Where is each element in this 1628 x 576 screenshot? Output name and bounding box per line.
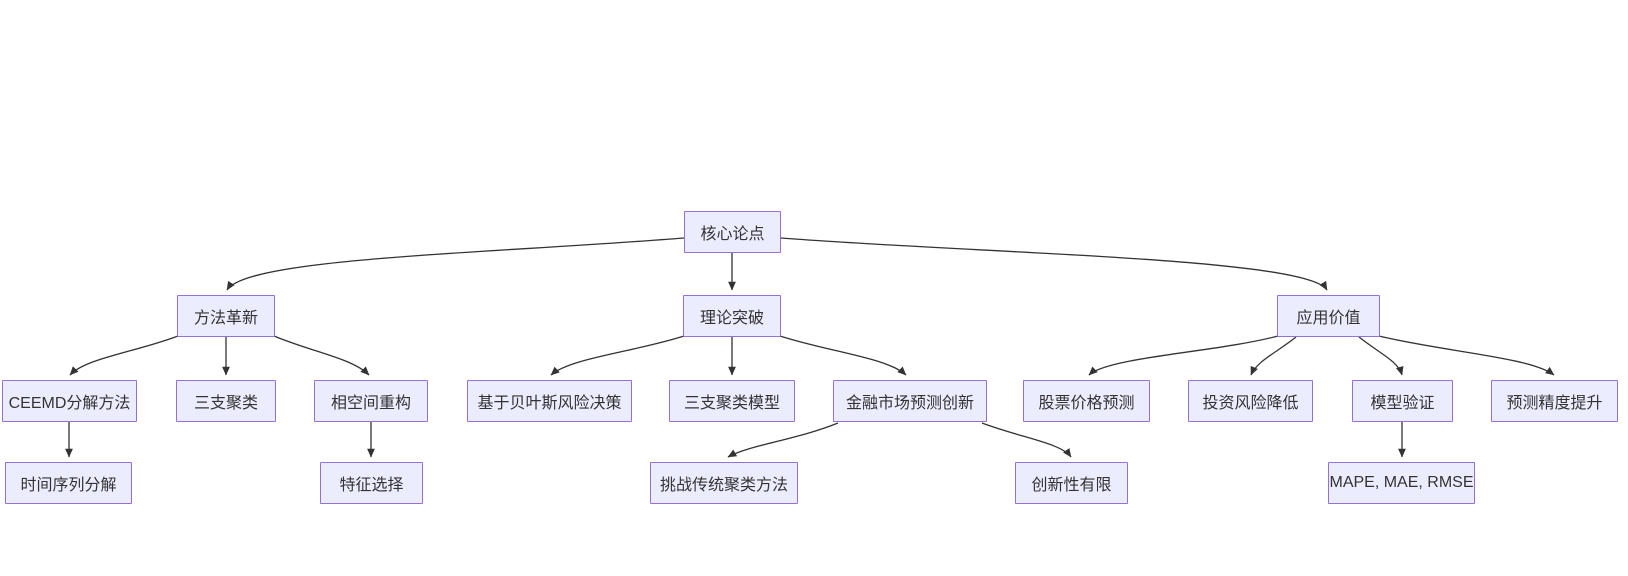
node-stock-price-prediction: 股票价格预测 bbox=[1023, 380, 1150, 422]
node-ceemd-decomposition: CEEMD分解方法 bbox=[2, 380, 137, 422]
edge-method-ceemd bbox=[69, 335, 179, 376]
edge-theory-bayes bbox=[550, 335, 685, 376]
edge-apply-stock bbox=[1088, 335, 1279, 376]
edge-apply-valid bbox=[1358, 336, 1404, 376]
edge-apply-risk bbox=[1250, 336, 1297, 376]
edge-theory-finmkt bbox=[779, 335, 907, 376]
node-evaluation-metrics: MAPE, MAE, RMSE bbox=[1328, 462, 1475, 504]
node-bayesian-risk-decision: 基于贝叶斯风险决策 bbox=[467, 380, 632, 422]
edge-root-method bbox=[226, 237, 685, 291]
node-prediction-accuracy: 预测精度提升 bbox=[1491, 380, 1618, 422]
node-method-innovation: 方法革新 bbox=[177, 295, 275, 337]
node-three-way-clustering: 三支聚类 bbox=[176, 380, 276, 422]
node-three-way-clustering-model: 三支聚类模型 bbox=[669, 380, 795, 422]
node-limited-innovation: 创新性有限 bbox=[1015, 462, 1128, 504]
edge-apply-precision bbox=[1378, 335, 1555, 376]
edge-root-apply bbox=[780, 237, 1328, 291]
node-financial-market-innovation: 金融市场预测创新 bbox=[833, 380, 987, 422]
node-challenge-traditional-clustering: 挑战传统聚类方法 bbox=[650, 462, 798, 504]
edge-finmkt-limited bbox=[981, 422, 1072, 458]
node-theory-breakthrough: 理论突破 bbox=[683, 295, 781, 337]
edge-finmkt-challenge bbox=[727, 422, 839, 458]
node-core-thesis: 核心论点 bbox=[684, 211, 781, 253]
node-model-validation: 模型验证 bbox=[1352, 380, 1453, 422]
node-investment-risk-reduction: 投资风险降低 bbox=[1188, 380, 1313, 422]
node-application-value: 应用价值 bbox=[1277, 295, 1380, 337]
node-feature-selection: 特征选择 bbox=[320, 462, 423, 504]
edge-method-phase bbox=[273, 335, 370, 376]
node-phase-space-reconstruction: 相空间重构 bbox=[314, 380, 428, 422]
node-time-series-decomposition: 时间序列分解 bbox=[5, 462, 132, 504]
